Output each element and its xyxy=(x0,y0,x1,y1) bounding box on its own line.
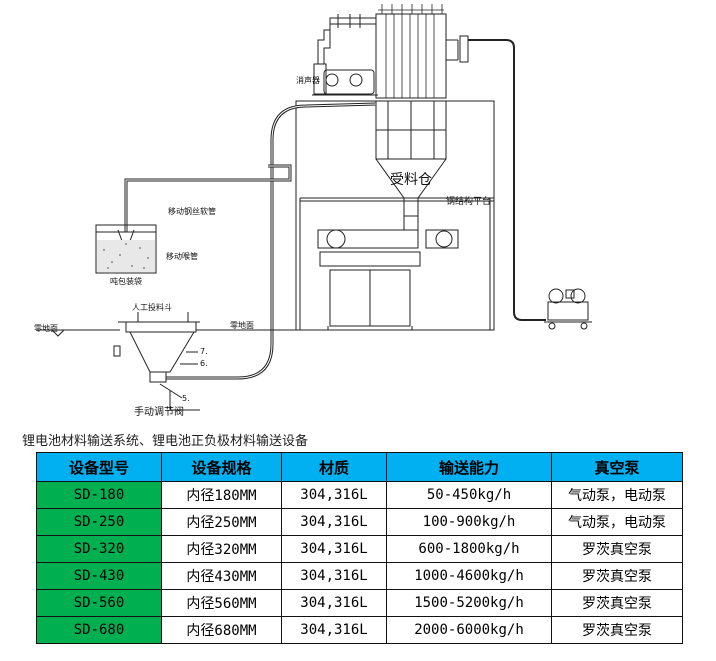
header-pump: 真空泵 xyxy=(551,452,683,482)
cell-material: 304,316L xyxy=(281,562,387,590)
building-frame xyxy=(295,100,495,331)
table-row: SD-320 内径320MM 304,316L 600-1800kg/h 罗茨真… xyxy=(36,535,683,563)
header-material: 材质 xyxy=(281,452,387,482)
header-spec: 设备规格 xyxy=(161,452,282,482)
callout-6: 6. xyxy=(200,359,208,368)
label-steel-platform: 钢结构平台 xyxy=(446,197,492,207)
callout-5: 5. xyxy=(182,394,190,403)
table-row: SD-560 内径560MM 304,316L 1500-5200kg/h 罗茨… xyxy=(36,589,683,617)
label-manual-hopper: 人工投料斗 xyxy=(132,303,172,312)
filter-box xyxy=(375,13,447,99)
header-capacity: 输送能力 xyxy=(386,452,552,482)
cell-material: 304,316L xyxy=(281,535,387,563)
cell-spec: 内径430MM xyxy=(161,562,282,590)
diagram-drawing xyxy=(36,4,592,411)
label-mobile-hopper: 移动喉管 xyxy=(166,252,198,261)
cell-pump: 气动泵，电动泵 xyxy=(551,481,683,509)
header-model: 设备型号 xyxy=(36,452,162,482)
cell-spec: 内径250MM xyxy=(161,508,282,536)
mixing-equipment xyxy=(317,216,459,330)
cell-spec: 内径680MM xyxy=(161,616,282,644)
caption: 锂电池材料输送系统、锂电池正负极材料输送设备 xyxy=(22,434,309,449)
spec-table: 设备型号 设备规格 材质 输送能力 真空泵 SD-180 内径180MM 304… xyxy=(36,452,683,644)
label-mobile-pipe: 移动钢丝软管 xyxy=(168,207,216,216)
table-row: SD-180 内径180MM 304,316L 50-450kg/h 气动泵，电… xyxy=(36,481,683,509)
table-header-row: 设备型号 设备规格 材质 输送能力 真空泵 xyxy=(36,452,683,482)
air-compressor xyxy=(544,288,592,330)
cell-material: 304,316L xyxy=(281,616,387,644)
label-bulk-bag: 吨包装袋 xyxy=(110,277,142,286)
cell-model: SD-180 xyxy=(36,481,162,509)
cell-model: SD-680 xyxy=(36,616,162,644)
bulk-bag xyxy=(95,224,157,274)
cell-pump: 罗茨真空泵 xyxy=(551,535,683,563)
cell-material: 304,316L xyxy=(281,481,387,509)
table-row: SD-680 内径680MM 304,316L 2000-6000kg/h 罗茨… xyxy=(36,616,683,644)
label-ground-left: 零地面 xyxy=(34,324,58,333)
cell-capacity: 600-1800kg/h xyxy=(386,535,552,563)
cell-material: 304,316L xyxy=(281,508,387,536)
conveying-system-diagram: 消声器 受料仓 钢结构平台 移动钢丝软管 移动喉管 吨包装袋 人工投料斗 零地面… xyxy=(34,4,592,418)
cell-capacity: 100-900kg/h xyxy=(386,508,552,536)
callout-7: 7. xyxy=(200,347,208,356)
cell-pump: 气动泵，电动泵 xyxy=(551,508,683,536)
cell-model: SD-320 xyxy=(36,535,162,563)
blower xyxy=(323,69,375,95)
return-pipe xyxy=(468,39,546,321)
cell-pump: 罗茨真空泵 xyxy=(551,589,683,617)
cell-spec: 内径320MM xyxy=(161,535,282,563)
label-receiving-bin: 受料仓 xyxy=(390,172,432,188)
cell-model: SD-560 xyxy=(36,589,162,617)
cell-capacity: 1000-4600kg/h xyxy=(386,562,552,590)
cell-capacity: 2000-6000kg/h xyxy=(386,616,552,644)
cell-material: 304,316L xyxy=(281,589,387,617)
cell-capacity: 50-450kg/h xyxy=(386,481,552,509)
label-silencer: 消声器 xyxy=(296,76,320,85)
label-manual-valve: 手动调节阀 xyxy=(134,407,184,418)
cell-model: SD-430 xyxy=(36,562,162,590)
manual-hopper xyxy=(125,321,197,333)
cell-capacity: 1500-5200kg/h xyxy=(386,589,552,617)
cell-spec: 内径560MM xyxy=(161,589,282,617)
cell-pump: 罗茨真空泵 xyxy=(551,616,683,644)
cell-spec: 内径180MM xyxy=(161,481,282,509)
label-ground-right: 零地面 xyxy=(230,321,254,330)
mobile-pipe-line xyxy=(124,164,292,232)
table-row: SD-250 内径250MM 304,316L 100-900kg/h 气动泵，… xyxy=(36,508,683,536)
cell-pump: 罗茨真空泵 xyxy=(551,562,683,590)
table-row: SD-430 内径430MM 304,316L 1000-4600kg/h 罗茨… xyxy=(36,562,683,590)
cell-model: SD-250 xyxy=(36,508,162,536)
